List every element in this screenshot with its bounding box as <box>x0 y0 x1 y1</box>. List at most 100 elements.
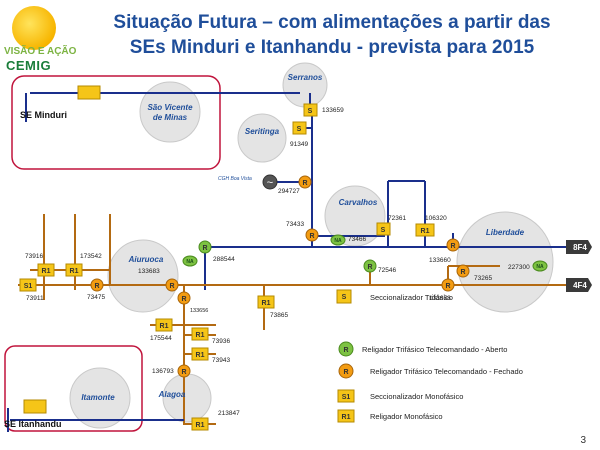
town-label-carvalhos: Carvalhos <box>339 198 378 207</box>
recloser-closed-294727 <box>298 175 312 189</box>
generator-tilde: ~ <box>267 177 273 189</box>
symbol-r1-175544: R1 <box>160 323 169 330</box>
legend-symbol-s1: S1 <box>342 394 351 401</box>
itanhandu-highlight-box <box>4 345 143 432</box>
recloser-closed-133658 <box>441 278 455 292</box>
num-73475: 73475 <box>87 294 105 301</box>
num-73433: 73433 <box>286 221 304 228</box>
num-227300: 227300 <box>508 264 530 271</box>
num-133659: 133659 <box>322 107 344 114</box>
town-label-itamonte: Itamonte <box>81 393 115 402</box>
symbol-s1-73911: S1 <box>24 283 33 290</box>
na-switch-aiuruoca <box>182 255 198 267</box>
num-73916: 73916 <box>25 253 43 260</box>
town-label-liberdade: Liberdade <box>486 228 525 237</box>
town-label-seritinga: Seritinga <box>245 127 280 136</box>
symbol-na-aiuruoca: NA <box>186 259 194 265</box>
sectionalizer-91349 <box>292 121 307 135</box>
legend-item-3: Religador Trifásico Telecomandado - Fech… <box>370 367 523 376</box>
symbol-na-73466: NA <box>334 238 342 244</box>
substation-minduri: SE Minduri <box>20 110 67 120</box>
recloser-open-72546 <box>363 259 377 273</box>
recloser-1ph-73865 <box>257 295 275 309</box>
symbol-r1-73916: R1 <box>42 268 51 275</box>
sectionalizer-72361 <box>376 222 391 236</box>
recloser-closed-73265 <box>456 264 470 278</box>
generator-cgh <box>262 174 278 190</box>
recloser-closed-73475 <box>90 278 104 292</box>
symbol-r-288544: R <box>202 245 207 252</box>
num-73936: 73936 <box>212 338 230 345</box>
cemig-sun-logo <box>12 6 56 50</box>
feeder-label-8f4: 8F4 <box>573 243 587 252</box>
legend: Seccionalizador Trifásico Religador Trif… <box>362 293 523 421</box>
symbol-r-133658: R <box>445 283 450 290</box>
recloser-1ph-73943 <box>191 347 209 361</box>
symbol-s-72361: S <box>381 227 386 234</box>
num-133683: 133683 <box>138 268 160 275</box>
legend-open-symbol <box>338 341 354 357</box>
legend-item-1: Seccionalizador Trifásico <box>370 293 453 302</box>
town-label-sao-vicente-1: São Vicente <box>147 103 193 112</box>
num-72361: 72361 <box>388 215 406 222</box>
minduri-highlight-box <box>11 75 221 170</box>
recloser-closed-73433 <box>305 228 319 242</box>
recloser-1ph-73916 <box>37 263 55 277</box>
cgh-label: CGH Boa Vista <box>218 176 252 182</box>
symbol-na-227300: NA <box>536 264 544 270</box>
town-circle-itamonte <box>69 367 131 429</box>
symbol-r1-106320: R1 <box>421 228 430 235</box>
recloser-open-288544 <box>198 240 212 254</box>
num-133660: 133660 <box>429 257 451 264</box>
sectionalizer-133659 <box>303 103 318 117</box>
legend-symbol-r-closed: R <box>343 369 348 376</box>
recloser-closed-136793 <box>177 364 191 378</box>
na-switch-73466 <box>330 234 346 246</box>
legend-r1-symbol <box>337 409 355 423</box>
legend-item-5: Religador Monofásico <box>370 412 443 421</box>
transformer-itanhandu <box>23 399 47 414</box>
town-label-sao-vicente-2: de Minas <box>153 113 188 122</box>
legend-item-2: Religador Trifásico Telecomandado - Aber… <box>362 345 507 354</box>
transformer-minduri <box>77 85 101 100</box>
recloser-1ph-173542 <box>65 263 83 277</box>
num-173542: 173542 <box>80 253 102 260</box>
symbol-r-133656: R <box>181 296 186 303</box>
sectionalizer-1ph-73911 <box>19 278 37 292</box>
feeder-arrow-8f4 <box>566 240 592 254</box>
recloser-1ph-73936 <box>191 327 209 341</box>
town-circle-aiuruoca <box>107 239 179 313</box>
legend-symbol-s: S <box>342 294 347 301</box>
num-72546: 72546 <box>378 267 396 274</box>
symbol-r-294727: R <box>302 180 307 187</box>
symbol-r1-213847: R1 <box>196 422 205 429</box>
symbol-r-136793: R <box>181 369 186 376</box>
num-106320: 106320 <box>425 215 447 222</box>
title-line-2: SEs Minduri e Itanhandu - prevista para … <box>129 37 535 58</box>
town-label-serranos: Serranos <box>288 73 323 82</box>
num-288544: 288544 <box>213 256 235 263</box>
symbol-r-72546: R <box>367 264 372 271</box>
symbol-r-73475: R <box>94 283 99 290</box>
town-label-aiuruoca: Aiuruoca <box>128 255 164 264</box>
substation-itanhandu: SE Itanhandu <box>4 419 62 429</box>
recloser-closed-133656 <box>177 291 191 305</box>
recloser-1ph-175544 <box>155 318 173 332</box>
legend-s1-symbol <box>337 389 355 403</box>
legend-symbol-r1: R1 <box>342 414 351 421</box>
logo-brand: CEMIG <box>6 58 52 73</box>
num-294727: 294727 <box>278 188 300 195</box>
num-73265: 73265 <box>474 275 492 282</box>
legend-symbol-r-open: R <box>343 347 348 354</box>
symbol-s-133659: S <box>308 108 313 115</box>
num-175544: 175544 <box>150 335 172 342</box>
num-133656: 133656 <box>190 308 208 314</box>
num-136793: 136793 <box>152 368 174 375</box>
recloser-closed-133683 <box>165 278 179 292</box>
num-133658: 133658 <box>429 295 451 302</box>
recloser-1ph-213847 <box>191 417 209 431</box>
num-73943: 73943 <box>212 357 230 364</box>
num-91349: 91349 <box>290 141 308 148</box>
